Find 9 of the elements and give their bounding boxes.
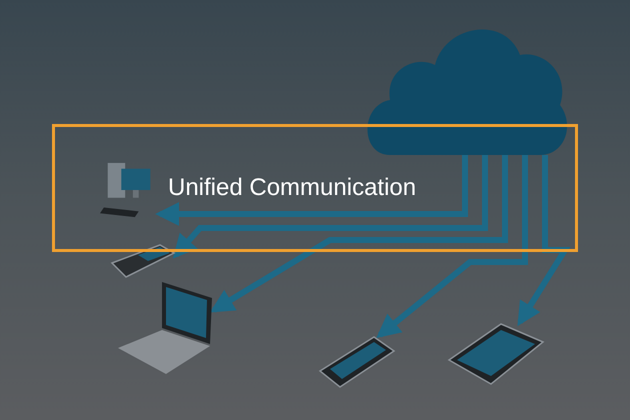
arrow [376, 155, 528, 338]
arrow [210, 155, 508, 313]
tablet-drawing [447, 322, 545, 387]
arrow [155, 155, 468, 226]
arrow [172, 155, 488, 259]
phone-drawing [108, 243, 176, 279]
title: Unified Communication [168, 174, 416, 202]
smartphone-drawing [318, 335, 396, 390]
arrow [517, 155, 570, 326]
